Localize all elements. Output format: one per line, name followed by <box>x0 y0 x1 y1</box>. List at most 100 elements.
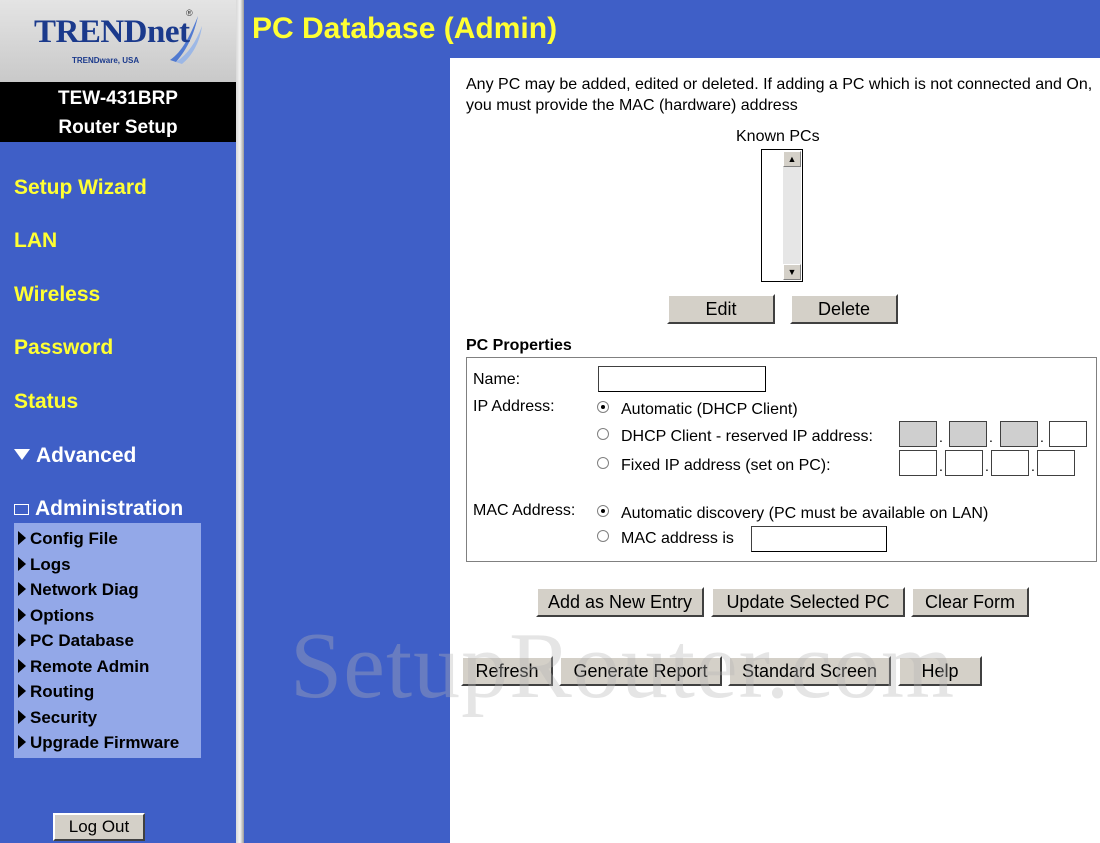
delete-button[interactable]: Delete <box>790 294 898 324</box>
triangle-right-icon <box>18 659 26 673</box>
ip-dot: . <box>939 429 943 445</box>
ip-automatic-radio[interactable] <box>597 401 609 413</box>
triangle-right-icon <box>18 633 26 647</box>
submenu-label: Security <box>30 708 98 727</box>
intro-text: Any PC may be added, edited or deleted. … <box>466 76 1093 114</box>
section-square-icon <box>14 503 29 515</box>
fixed-ip-octet-4[interactable] <box>1037 450 1075 476</box>
submenu-security[interactable]: Security <box>18 708 97 728</box>
reserved-ip-octet-4[interactable] <box>1049 421 1087 447</box>
scroll-down-arrow-icon[interactable]: ▼ <box>783 264 801 280</box>
reserved-ip-octet-2[interactable] <box>949 421 987 447</box>
submenu-upgrade-firmware[interactable]: Upgrade Firmware <box>18 733 179 753</box>
triangle-right-icon <box>18 710 26 724</box>
nav-administration-label: Administration <box>35 497 184 520</box>
pc-properties-box: Name: IP Address: Automatic (DHCP Client… <box>466 357 1097 562</box>
submenu-label: Network Diag <box>30 580 139 599</box>
main-panel: Any PC may be added, edited or deleted. … <box>450 58 1100 843</box>
reserved-ip-fields: . . . <box>899 421 1089 447</box>
name-label: Name: <box>473 371 521 388</box>
reserved-ip-octet-3[interactable] <box>1000 421 1038 447</box>
generate-report-button[interactable]: Generate Report <box>559 656 722 686</box>
refresh-button[interactable]: Refresh <box>461 656 553 686</box>
reserved-ip-octet-1[interactable] <box>899 421 937 447</box>
submenu-remote-admin[interactable]: Remote Admin <box>18 657 149 677</box>
model-subtitle: Router Setup <box>58 117 178 138</box>
submenu-options[interactable]: Options <box>18 606 94 626</box>
trendnet-logo: TRENDnet ® TRENDware, USA <box>0 0 236 82</box>
triangle-down-icon <box>14 449 30 460</box>
standard-screen-button[interactable]: Standard Screen <box>728 656 891 686</box>
clear-form-button[interactable]: Clear Form <box>911 587 1029 617</box>
ip-fixed-label: Fixed IP address (set on PC): <box>621 457 831 474</box>
submenu-label: Routing <box>30 682 95 701</box>
help-button[interactable]: Help <box>898 656 982 686</box>
submenu-label: Upgrade Firmware <box>30 733 180 752</box>
nav-administration[interactable]: Administration <box>14 497 183 521</box>
triangle-right-icon <box>18 608 26 622</box>
ip-dot: . <box>1040 429 1044 445</box>
ip-dot: . <box>939 458 943 474</box>
mac-automatic-radio[interactable] <box>597 505 609 517</box>
model-name: TEW-431BRP <box>58 88 178 109</box>
name-input[interactable] <box>598 366 766 392</box>
fixed-ip-octet-1[interactable] <box>899 450 937 476</box>
log-out-button[interactable]: Log Out <box>53 813 145 841</box>
nav-status[interactable]: Status <box>14 390 79 413</box>
triangle-right-icon <box>18 582 26 596</box>
submenu-routing[interactable]: Routing <box>18 682 94 702</box>
mac-manual-radio[interactable] <box>597 530 609 542</box>
listbox-scrollbar[interactable]: ▲ ▼ <box>783 151 801 280</box>
ip-automatic-label: Automatic (DHCP Client) <box>621 401 798 418</box>
logo-registered-mark: ® <box>186 8 193 18</box>
submenu-label: Options <box>30 606 95 625</box>
fixed-ip-octet-3[interactable] <box>991 450 1029 476</box>
submenu-label: Logs <box>30 555 71 574</box>
nav-lan[interactable]: LAN <box>14 229 58 252</box>
known-pcs-listbox[interactable]: ▲ ▼ <box>761 149 803 282</box>
sidebar: TRENDnet ® TRENDware, USA TEW-431BRP Rou… <box>0 0 236 843</box>
model-banner: TEW-431BRP Router Setup <box>0 82 236 142</box>
nav-password[interactable]: Password <box>14 336 114 359</box>
nav-wireless[interactable]: Wireless <box>14 283 101 306</box>
triangle-right-icon <box>18 557 26 571</box>
submenu-label: Config File <box>30 529 118 548</box>
nav-setup-wizard[interactable]: Setup Wizard <box>14 176 147 199</box>
mac-address-label: MAC Address: <box>473 502 576 519</box>
nav-advanced[interactable]: Advanced <box>14 444 136 468</box>
triangle-right-icon <box>18 531 26 545</box>
edit-button[interactable]: Edit <box>667 294 775 324</box>
submenu-label: PC Database <box>30 631 134 650</box>
page-title: PC Database (Admin) <box>252 12 558 45</box>
mac-address-input[interactable] <box>751 526 887 552</box>
scroll-up-arrow-icon[interactable]: ▲ <box>783 151 801 167</box>
ip-dot: . <box>1031 458 1035 474</box>
known-pcs-label: Known PCs <box>736 128 820 145</box>
ip-dhcp-reserved-label: DHCP Client - reserved IP address: <box>621 428 873 445</box>
update-selected-pc-button[interactable]: Update Selected PC <box>711 587 905 617</box>
submenu-logs[interactable]: Logs <box>18 555 71 575</box>
ip-fixed-radio[interactable] <box>597 457 609 469</box>
logo-text: TRENDnet <box>34 14 190 50</box>
mac-automatic-label: Automatic discovery (PC must be availabl… <box>621 505 989 522</box>
ip-dot: . <box>985 458 989 474</box>
logo-subtitle: TRENDware, USA <box>72 56 140 65</box>
nav-advanced-label: Advanced <box>36 444 137 467</box>
add-new-entry-button[interactable]: Add as New Entry <box>536 587 704 617</box>
pc-properties-title: PC Properties <box>466 337 572 354</box>
submenu-network-diag[interactable]: Network Diag <box>18 580 139 600</box>
fixed-ip-octet-2[interactable] <box>945 450 983 476</box>
ip-dot: . <box>989 429 993 445</box>
ip-address-label: IP Address: <box>473 398 555 415</box>
logo-swoosh-icon <box>170 16 202 64</box>
submenu-pc-database[interactable]: PC Database <box>18 631 134 651</box>
sidebar-divider <box>236 0 244 843</box>
submenu-label: Remote Admin <box>30 657 150 676</box>
fixed-ip-fields: . . . <box>899 450 1079 476</box>
administration-submenu: Config File Logs Network Diag Options PC… <box>14 523 201 758</box>
triangle-right-icon <box>18 735 26 749</box>
triangle-right-icon <box>18 684 26 698</box>
submenu-config-file[interactable]: Config File <box>18 529 118 549</box>
ip-dhcp-reserved-radio[interactable] <box>597 428 609 440</box>
mac-manual-label: MAC address is <box>621 530 734 547</box>
